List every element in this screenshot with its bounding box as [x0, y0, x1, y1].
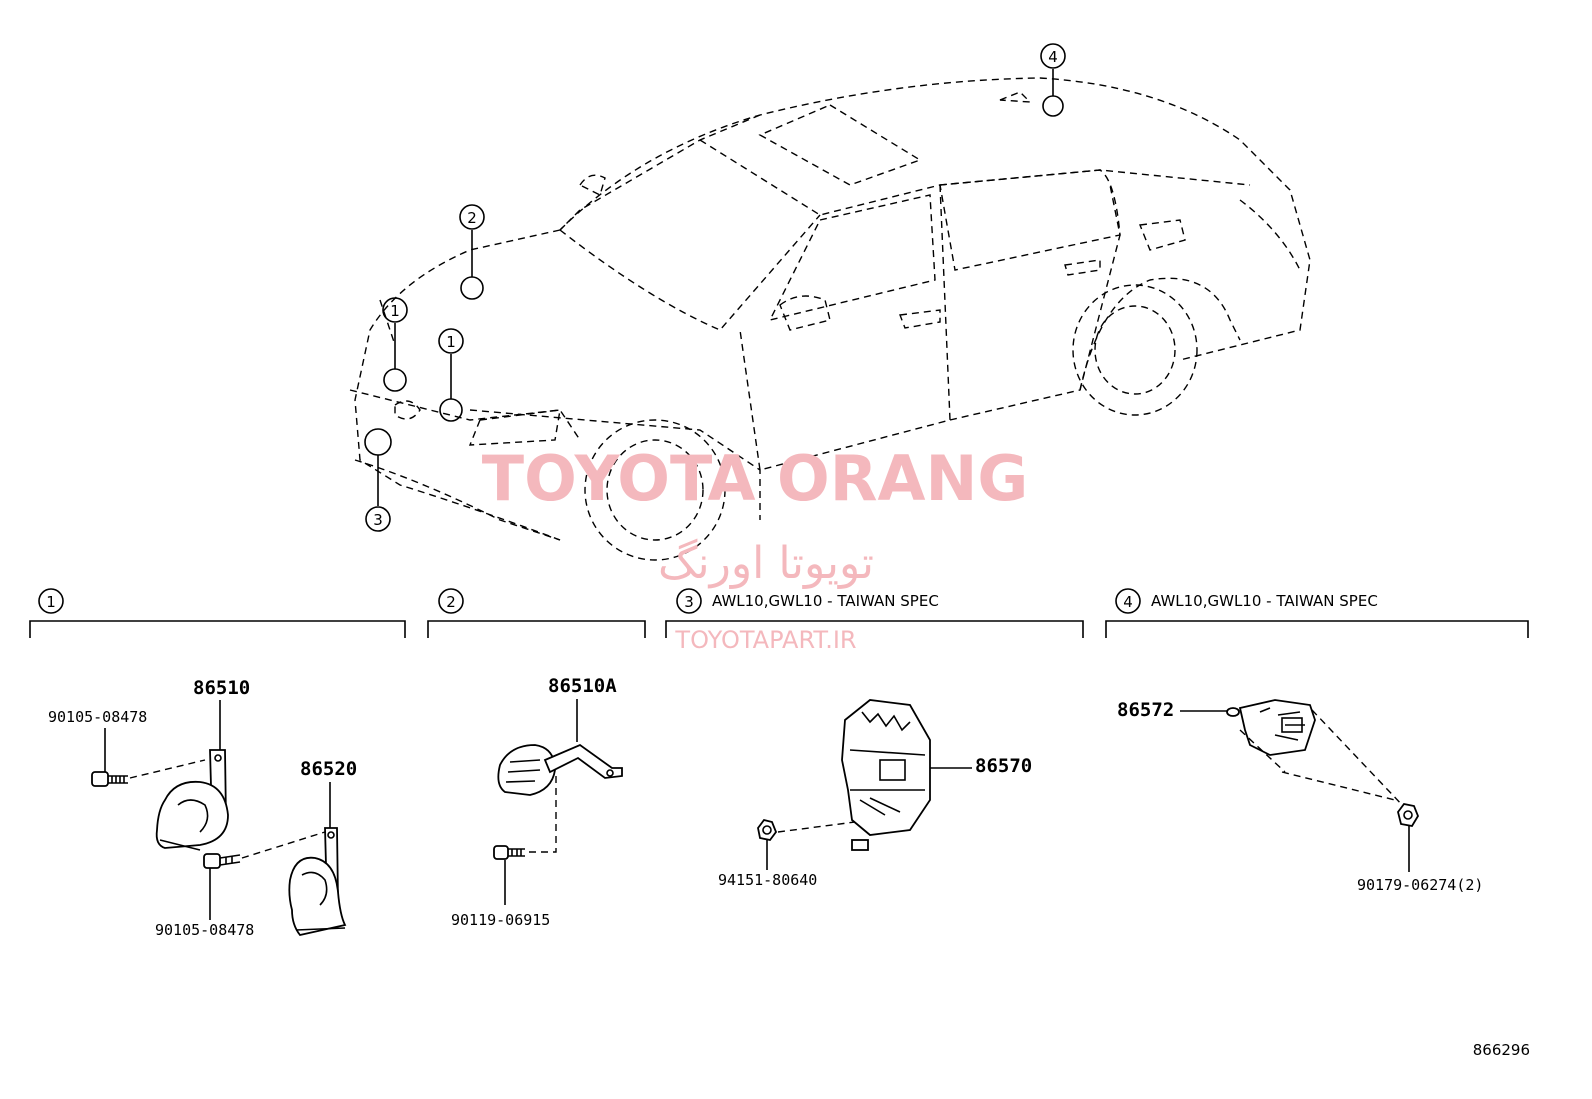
bolt-lower — [203, 853, 241, 869]
section-bracket — [1105, 620, 1529, 638]
nut-94151 — [757, 818, 778, 841]
watermark-title: TOYOTA ORANG — [482, 442, 1028, 515]
section-number: 1 — [46, 593, 56, 611]
section-spec: AWL10,GWL10 - TAIWAN SPEC — [712, 592, 939, 610]
location-markers: 2 1 1 3 4 — [364, 43, 1066, 532]
bolt-90119 — [493, 845, 525, 860]
part-label-86510A: 86510A — [548, 675, 617, 697]
part-label-90179: 90179-06274(2) — [1357, 876, 1483, 894]
section-number: 2 — [446, 593, 456, 611]
section-1-horns: 86510 90105-08478 86520 — [48, 677, 357, 939]
location-marker-3 — [364, 428, 392, 456]
part-label-94151: 94151-80640 — [718, 871, 817, 889]
section-bracket — [427, 620, 646, 638]
location-marker-4 — [1042, 95, 1064, 117]
section-bracket — [665, 620, 1084, 638]
part-label-86510: 86510 — [193, 677, 250, 699]
part-label-bolt-upper: 90105-08478 — [48, 708, 147, 726]
callout-circle — [459, 204, 485, 230]
clip-90179 — [1397, 803, 1420, 827]
callout-number: 3 — [373, 511, 383, 529]
siren-86570 — [841, 699, 931, 851]
section-number: 4 — [1123, 593, 1133, 611]
horn-86510 — [155, 749, 229, 851]
part-label-86572: 86572 — [1117, 699, 1174, 721]
location-marker-1a — [383, 368, 407, 392]
callout-number: 1 — [390, 302, 400, 320]
callout-circle — [365, 506, 391, 532]
callout-circle — [438, 328, 464, 354]
section-3-siren: 86570 94151-80640 — [718, 699, 1032, 889]
section-bracket — [29, 620, 406, 638]
callout-circle — [382, 297, 408, 323]
callout-number: 2 — [467, 209, 477, 227]
callout-circle — [1040, 43, 1066, 69]
section-number: 3 — [684, 593, 694, 611]
section-4-sensor: 86572 90179-06274(2) — [1117, 699, 1483, 894]
section-headers: 1 2 3 AWL10,GWL10 - TAIWAN SPEC 4 AWL10,… — [29, 588, 1529, 638]
section-number-circle — [676, 588, 702, 614]
diagram-reference-number: 866296 — [1473, 1041, 1530, 1059]
section-2-horn-assy: 86510A 90119-06915 — [451, 675, 623, 929]
section-number-circle — [438, 588, 464, 614]
watermark-site: TOYOTAPART.IR — [674, 626, 856, 654]
sensor-86572 — [1226, 699, 1316, 756]
bolt-upper — [91, 771, 128, 787]
section-number-circle — [1115, 588, 1141, 614]
watermark-persian: تویوتا اورنگ — [658, 538, 874, 589]
location-marker-1b — [439, 398, 463, 422]
callout-number: 4 — [1048, 48, 1058, 66]
location-marker-2 — [460, 276, 484, 300]
callout-number: 1 — [446, 333, 456, 351]
part-label-bolt-lower: 90105-08478 — [155, 921, 254, 939]
part-label-86520: 86520 — [300, 758, 357, 780]
part-label-86570: 86570 — [975, 755, 1032, 777]
horn-assembly-86510A — [497, 743, 623, 796]
section-spec: AWL10,GWL10 - TAIWAN SPEC — [1151, 592, 1378, 610]
horn-86520 — [288, 827, 347, 937]
part-label-90119: 90119-06915 — [451, 911, 550, 929]
section-number-circle — [38, 588, 64, 614]
car-illustration — [349, 77, 1311, 561]
